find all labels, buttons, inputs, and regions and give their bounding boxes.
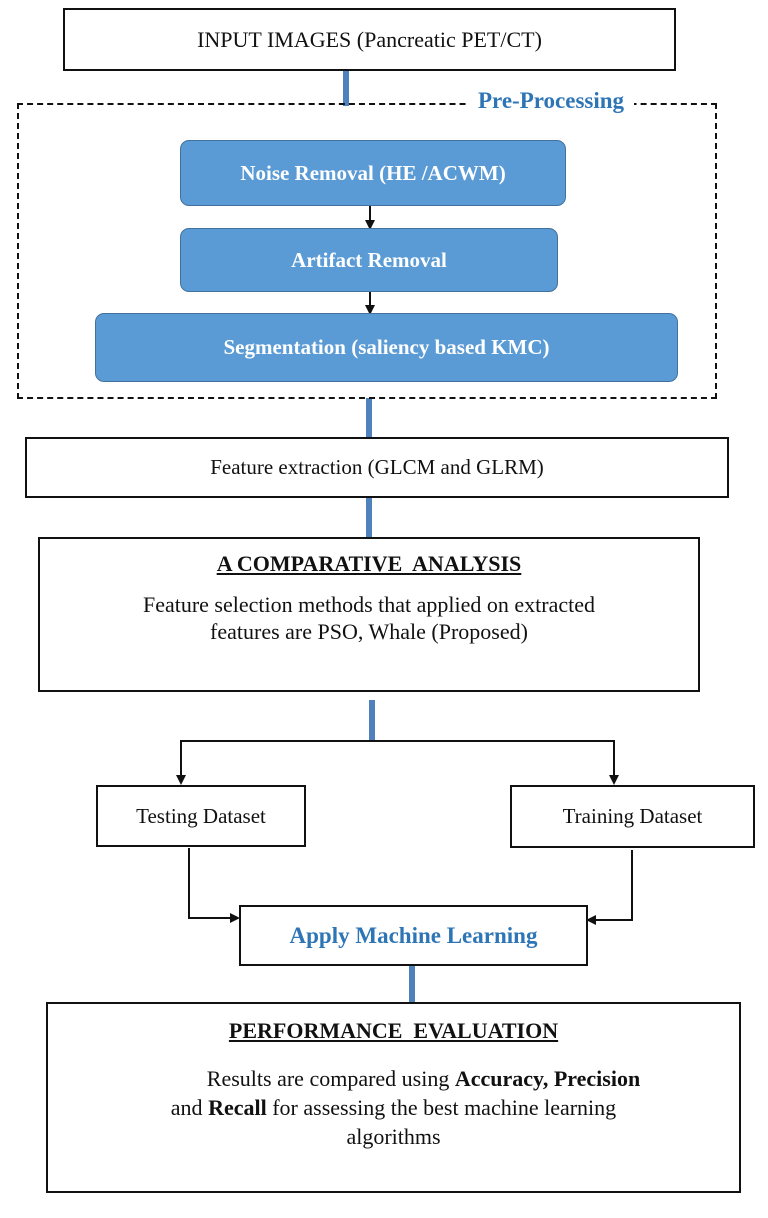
apply-ml-label: Apply Machine Learning xyxy=(289,922,538,948)
noise-removal-label: Noise Removal (HE /ACWM) xyxy=(240,160,506,185)
connector-input-to-preprocessing xyxy=(343,70,349,106)
comma-sep: , xyxy=(542,1066,554,1091)
segmentation-label: Segmentation (saliency based KMC) xyxy=(223,335,550,359)
preprocessing-group xyxy=(17,103,717,399)
segmentation-step: Segmentation (saliency based KMC) xyxy=(95,313,678,382)
performance-evaluation-box: PERFORMANCE EVALUATION Results are compa… xyxy=(46,1002,741,1193)
feature-extraction-label: Feature extraction (GLCM and GLRM) xyxy=(210,455,544,479)
performance-text-4: for assessing the best machine learning xyxy=(266,1095,617,1120)
performance-evaluation-title: PERFORMANCE EVALUATION xyxy=(228,1018,559,1043)
noise-removal-step: Noise Removal (HE /ACWM) xyxy=(180,140,566,206)
accuracy-term: Accuracy xyxy=(454,1066,543,1091)
comparative-analysis-title: A COMPARATIVE ANALYSIS xyxy=(216,551,522,576)
performance-text-5: algorithms xyxy=(346,1124,441,1149)
apply-ml-box: Apply Machine Learning xyxy=(239,905,588,966)
arrow-training-to-ml xyxy=(586,850,633,925)
performance-text: Results are compared using Accuracy, Pre… xyxy=(48,1064,739,1151)
arrow-testing-to-ml xyxy=(188,848,240,923)
performance-line2: and Recall for assessing the best machin… xyxy=(48,1093,739,1122)
artifact-removal-label: Artifact Removal xyxy=(291,247,447,272)
training-dataset-box: Training Dataset xyxy=(510,785,755,848)
performance-text-1: Results are compared using xyxy=(206,1066,455,1091)
performance-text-3: and xyxy=(170,1095,209,1120)
artifact-removal-step: Artifact Removal xyxy=(180,228,558,292)
connector-comparative-to-split xyxy=(369,700,375,740)
comparative-analysis-box: A COMPARATIVE ANALYSIS Feature selection… xyxy=(38,537,700,692)
connector-preprocessing-to-feature xyxy=(366,398,372,438)
testing-dataset-label: Testing Dataset xyxy=(136,803,266,828)
input-images-box: INPUT IMAGES (Pancreatic PET/CT) xyxy=(63,8,676,71)
comparative-analysis-line1: Feature selection methods that applied o… xyxy=(142,592,596,617)
recall-term: Recall xyxy=(208,1095,267,1120)
performance-line1: Results are compared using Accuracy, Pre… xyxy=(48,1064,739,1093)
connector-ml-to-performance xyxy=(409,966,415,1004)
preprocessing-title: Pre-Processing xyxy=(468,88,635,114)
input-images-label: INPUT IMAGES (Pancreatic PET/CT) xyxy=(197,26,542,52)
comparative-analysis-line2: features are PSO, Whale (Proposed) xyxy=(210,619,528,644)
precision-term: Precision xyxy=(553,1066,641,1091)
feature-extraction-box: Feature extraction (GLCM and GLRM) xyxy=(25,437,729,498)
performance-line3: algorithms xyxy=(48,1122,739,1151)
training-dataset-label: Training Dataset xyxy=(562,804,703,828)
connector-feature-to-comparative xyxy=(366,498,372,538)
testing-dataset-box: Testing Dataset xyxy=(96,785,306,847)
